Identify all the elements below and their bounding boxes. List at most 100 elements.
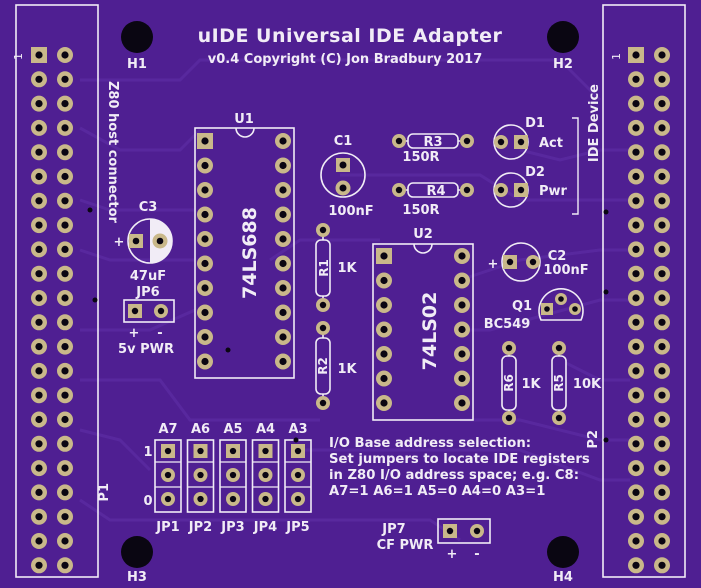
r6-ref: R6 [502,374,516,392]
ic-pin-hole [201,308,209,317]
note-line-1: I/O Base address selection: [329,436,531,451]
ic-pin-hole [380,399,388,407]
jp7-label: CF PWR [377,538,434,553]
jp7-plus: + [447,547,458,562]
r6-body [501,355,517,411]
header-pin-hole [658,75,666,83]
r5-ref: R5 [552,374,566,392]
q1-pad-square-hole [544,306,550,312]
address-jumper-ref-label: JP2 [188,520,212,535]
header-pin-hole [658,172,666,181]
header-pin-hole [35,197,43,205]
r1-body [315,239,331,297]
header-pin-hole [35,294,43,302]
address-jumper-pad-hole [262,471,269,479]
p1-header-pins [31,47,73,574]
jp6-label: 5v PWR [118,342,174,357]
header-pin-hole [632,367,640,375]
header-pin-hole [632,270,640,278]
header-pin-hole [658,148,666,156]
header-pin-hole [658,197,666,205]
address-jumper-pad-hole [229,495,237,503]
header-pin-hole [632,513,640,521]
c1-pad-round-hole [339,184,347,192]
c1-ref: C1 [334,134,353,149]
jp7-ref: JP7 [381,522,405,537]
header-pin-hole [61,124,69,132]
r2-body [315,337,331,395]
r2-pad-b-hole [319,399,327,407]
ic-pin-hole [279,186,287,194]
header-pin-hole [658,367,666,375]
via [225,347,231,353]
ic-pin-hole [201,137,209,145]
ic-pin-hole [380,325,388,334]
header-pin-hole [61,367,69,375]
mount-hole-h1-label: H1 [127,57,147,72]
jp7-pad-square-hole [446,527,454,535]
u1-pins [197,133,291,370]
c1-outline [320,152,366,198]
note-line-4: A7=1 A6=1 A5=0 A4=0 A3=1 [329,484,545,499]
ic-pin-hole [279,308,287,317]
header-pin-hole [61,197,69,205]
header-pin-hole [658,100,666,108]
u2-ref: U2 [413,227,433,242]
c3-ref: C3 [139,200,158,215]
p2-header-pins [628,47,670,574]
c2-pad-round-hole [529,258,537,266]
p1-pin1-marker: 1 [12,53,25,60]
header-pin-hole [35,537,43,545]
header-pin-hole [35,415,43,424]
ic-pin-hole [458,325,466,334]
r1-value: 1K [337,261,357,276]
c2-ref: C2 [548,249,567,264]
jp6-plus: + [129,326,140,341]
header-pin-hole [658,221,666,229]
c1-value: 100nF [328,204,373,219]
jp7-minus: - [474,547,479,562]
header-pin-hole [632,343,640,351]
r2-ref: R2 [316,357,330,375]
header-pin-hole [632,415,640,424]
address-jumper-outline [219,439,247,513]
header-pin-hole [61,464,69,472]
address-jumper-pad-hole [229,447,237,455]
address-jumper-addr-label: A5 [223,422,242,437]
address-jumper-pad-hole [294,471,302,479]
q1-ref: Q1 [512,299,532,314]
ic-pin-hole [279,137,287,145]
note-line-2: Set jumpers to locate IDE registers [329,452,590,467]
q1-pad-mid-hole [558,296,564,302]
ic-pin-hole [458,276,466,285]
r3-value: 150R [402,150,439,165]
header-pin-hole [61,172,69,181]
u2-part: 74LS02 [419,292,441,371]
address-jumper-addr-label: A3 [288,422,307,437]
r1-ref: R1 [317,259,331,277]
address-jumper-outline [154,439,182,513]
address-jumper-pad-hole [262,495,269,503]
ic-pin-hole [201,186,209,194]
header-pin-hole [632,391,640,399]
c2-plus: + [488,257,499,272]
mount-hole-h4-label: H4 [553,570,573,585]
header-pin-hole [35,51,43,59]
header-pin-hole [658,245,666,253]
c3-value: 47uF [130,269,166,284]
header-pin-hole [658,561,666,569]
r4-value: 150R [402,203,439,218]
ic-pin-hole [458,252,466,260]
u1-notch [235,127,255,138]
c2-pad-square-hole [506,258,514,266]
header-pin-hole [35,221,43,229]
address-jumper-pad-hole [197,495,204,503]
header-pin-hole [61,343,69,351]
ic-pin-hole [279,259,287,268]
header-pin-hole [35,440,43,448]
r4-pad-b-hole [463,186,471,194]
header-pin-hole [658,124,666,132]
jp6-outline [123,299,175,323]
c3-pad-square-hole [132,237,140,245]
